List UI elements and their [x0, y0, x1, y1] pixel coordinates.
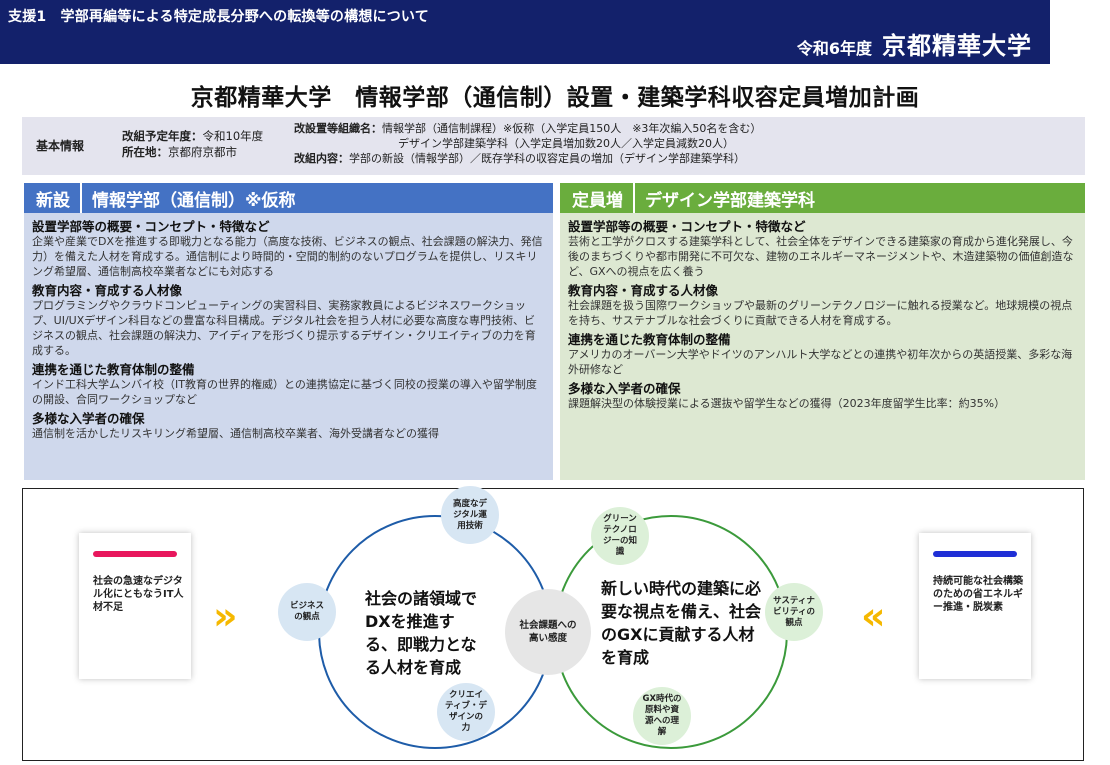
fiscal-year: 令和6年度: [796, 39, 872, 58]
section-title: 多様な入学者の確保: [32, 411, 145, 426]
header-right: 令和6年度 京都精華大学: [797, 26, 1032, 61]
section-text: 芸術と工学がクロスする建築学科として、社会全体をデザインできる建築家の育成から進…: [568, 235, 1074, 278]
org-line-2: デザイン学部建築学科（入学定員増加数20人／入学定員減数20人）: [398, 137, 734, 150]
new-tag: 新設: [24, 183, 82, 213]
section-text: アメリカのオーバーン大学やドイツのアンハルト大学などとの連携や初年次からの英語授…: [568, 348, 1073, 376]
section-text: 課題解決型の体験授業による選抜や留学生などの獲得（2023年度留学生比率：約35…: [568, 397, 1006, 410]
location-label: 所在地：: [122, 145, 168, 159]
capacity-increase-body: 設置学部等の概要・コンセプト・特徴など 芸術と工学がクロスする建築学科として、社…: [560, 213, 1085, 411]
bubble-sustainability-label: サスティナビリティの観点: [773, 595, 815, 628]
decarbonization-card: 持続可能な社会構築のための省エネルギー推進・脱炭素: [919, 533, 1031, 679]
capacity-increase-header: 定員増 デザイン学部建築学科: [560, 183, 1085, 213]
capacity-increase-column: 定員増 デザイン学部建築学科 設置学部等の概要・コンセプト・特徴など 芸術と工学…: [560, 183, 1085, 480]
new-faculty-header: 新設 情報学部（通信制）※仮称: [24, 183, 553, 213]
org-label: 改設置等組織名：: [294, 122, 382, 135]
section-text: インド工科大学ムンバイ校（IT教育の世界的権威）との連携協定に基づく同校の授業の…: [32, 378, 537, 406]
chevron-left-icon: «: [861, 594, 886, 638]
bubble-creative: クリエイティブ・デザインの力: [437, 683, 495, 741]
org-line-1: 情報学部（通信制課程）※仮称（入学定員150人 ※3年次編入50名を含む）: [382, 122, 762, 135]
chevron-right-icon: »: [213, 594, 238, 638]
bubble-social-issues: 社会課題への高い感度: [505, 589, 591, 675]
section-text: 企業や産業でDXを推進する即戦力となる能力（高度な技術、ビジネスの観点、社会課題…: [32, 235, 543, 278]
bubble-green-tech-label: グリーンテクノロジーの知識: [602, 514, 637, 557]
header-bar: 支援1 学部再編等による特定成長分野への転換等の構想について 令和6年度 京都精…: [0, 0, 1050, 64]
university-name: 京都精華大学: [882, 32, 1032, 60]
architecture-dept-name: デザイン学部建築学科: [645, 190, 815, 211]
basic-info-box: 基本情報 改組予定年度：令和10年度 所在地：京都府京都市 改設置等組織名：情報…: [22, 117, 1085, 175]
section-title: 連携を通じた教育体制の整備: [32, 362, 195, 377]
bubble-business-label: ビジネスの観点: [289, 601, 324, 622]
blue-accent-bar: [933, 551, 1017, 557]
gx-circle-text-body: 新しい時代の建築に必要な視点を備え、社会のGXに貢献する人材を育成: [601, 579, 762, 667]
concept-diagram: 社会の急速なデジタル化にともなうIT人材不足 » 社会の諸領域でDXを推進する、…: [22, 486, 1084, 761]
basic-info-label: 基本情報: [36, 139, 85, 153]
basic-info-schedule: 改組予定年度：令和10年度 所在地：京都府京都市: [122, 128, 263, 160]
section-title: 設置学部等の概要・コンセプト・特徴など: [32, 219, 270, 234]
new-faculty-name: 情報学部（通信制）※仮称: [92, 190, 296, 211]
dx-circle-text: 社会の諸領域でDXを推進する、即戦力となる人材を育成: [365, 587, 485, 679]
support-title: 支援1 学部再編等による特定成長分野への転換等の構想について: [8, 9, 429, 25]
year-value: 令和10年度: [202, 129, 264, 143]
pink-accent-bar: [93, 551, 177, 557]
bubble-gx-materials-label: GX時代の原料や資源への理解: [642, 694, 682, 737]
bubble-gx-materials: GX時代の原料や資源への理解: [633, 687, 691, 745]
section-title: 教育内容・育成する人材像: [32, 283, 183, 298]
bubble-advanced-tech-label: 高度なデジタル運用技術: [452, 498, 487, 531]
bubble-business: ビジネスの観点: [278, 583, 336, 641]
bubble-social-issues-label: 社会課題への高い感度: [519, 620, 577, 644]
page-title: 京都精華大学 情報学部（通信制）設置・建築学科収容定員増加計画: [190, 85, 920, 111]
it-shortage-card: 社会の急速なデジタル化にともなうIT人材不足: [79, 533, 191, 679]
it-shortage-text: 社会の急速なデジタル化にともなうIT人材不足: [93, 576, 184, 613]
section-text: プログラミングやクラウドコンピューティングの実習科目、実務家教員によるビジネスワ…: [32, 299, 536, 357]
decarbonization-text: 持続可能な社会構築のための省エネルギー推進・脱炭素: [933, 576, 1023, 613]
new-faculty-body: 設置学部等の概要・コンセプト・特徴など 企業や産業でDXを推進する即戦力となる能…: [24, 213, 553, 441]
dx-circle-text-body: 社会の諸領域でDXを推進する、即戦力となる人材を育成: [365, 589, 478, 677]
section-title: 教育内容・育成する人材像: [568, 283, 719, 298]
section-title: 多様な入学者の確保: [568, 381, 681, 396]
content-label: 改組内容：: [294, 152, 349, 165]
increase-tag: 定員増: [560, 183, 635, 213]
basic-info-organization: 改設置等組織名：情報学部（通信制課程）※仮称（入学定員150人 ※3年次編入50…: [294, 121, 761, 166]
new-faculty-column: 新設 情報学部（通信制）※仮称 設置学部等の概要・コンセプト・特徴など 企業や産…: [24, 183, 553, 480]
section-title: 連携を通じた教育体制の整備: [568, 332, 731, 347]
year-label: 改組予定年度：: [122, 129, 203, 143]
section-title: 設置学部等の概要・コンセプト・特徴など: [568, 219, 806, 234]
bubble-creative-label: クリエイティブ・デザインの力: [445, 690, 487, 733]
bubble-advanced-tech: 高度なデジタル運用技術: [441, 486, 499, 544]
section-text: 通信制を活かしたリスキリング希望層、通信制高校卒業者、海外受講者などの獲得: [32, 427, 439, 440]
bubble-green-tech: グリーンテクノロジーの知識: [591, 507, 649, 565]
content-value: 学部の新設（情報学部）／既存学科の収容定員の増加（デザイン学部建築学科）: [349, 152, 745, 165]
bubble-sustainability: サスティナビリティの観点: [765, 583, 823, 641]
location-value: 京都府京都市: [168, 145, 237, 159]
gx-circle-text: 新しい時代の建築に必要な視点を備え、社会のGXに貢献する人材を育成: [601, 577, 765, 669]
section-text: 社会課題を扱う国際ワークショップや最新のグリーンテクノロジーに触れる授業など。地…: [568, 299, 1073, 327]
